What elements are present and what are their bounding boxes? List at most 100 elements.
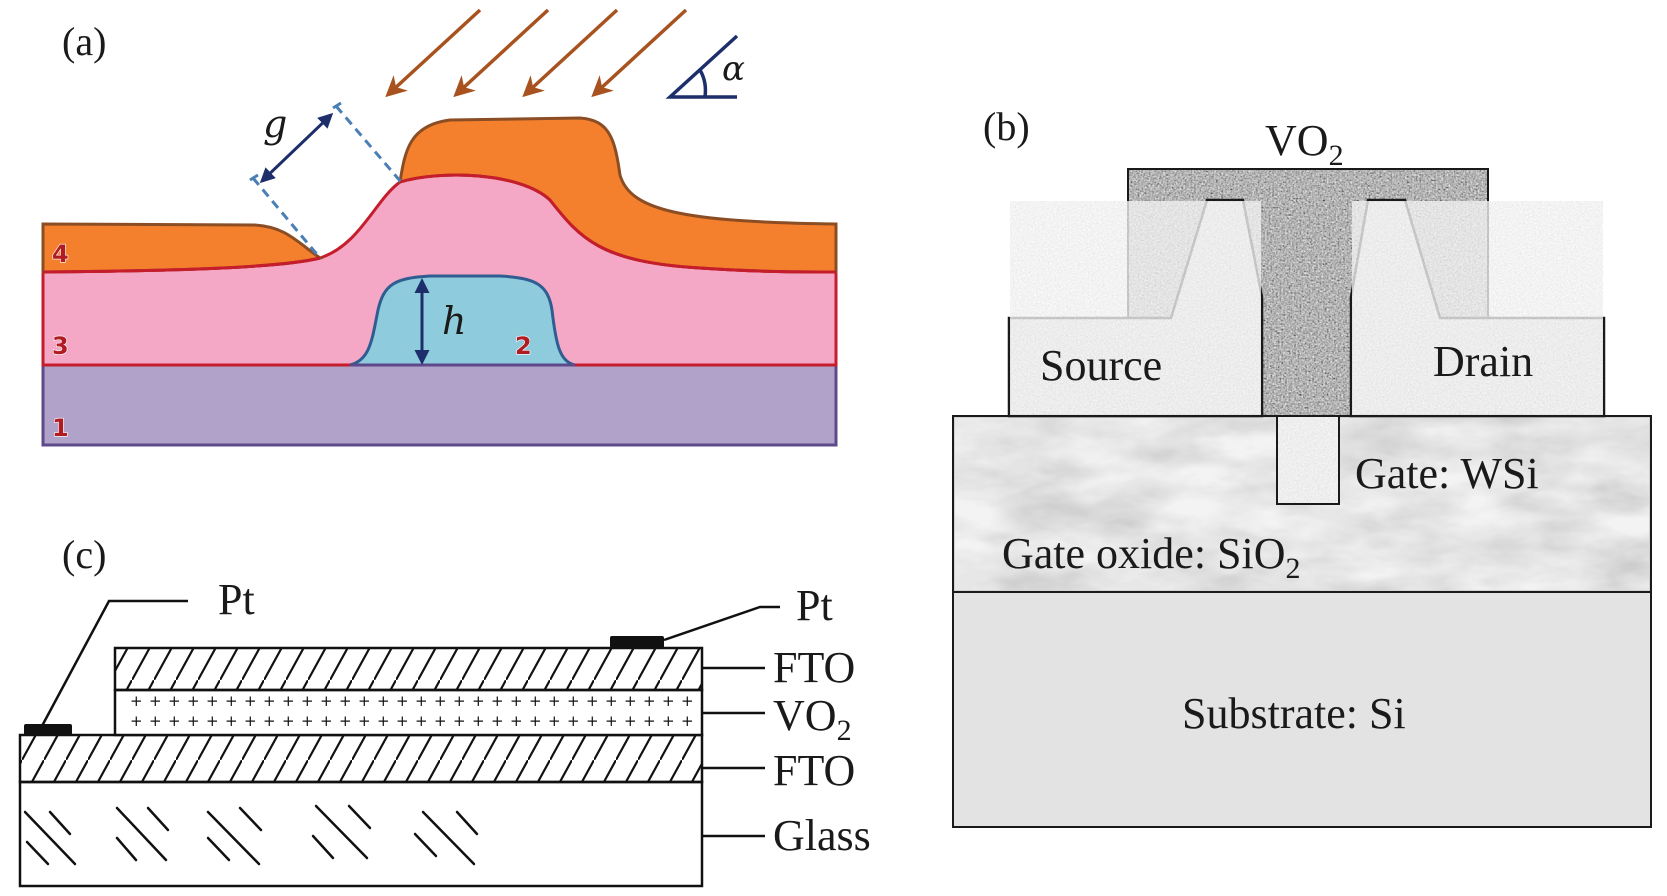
plus-mark: + (206, 692, 219, 710)
plus-mark: + (320, 712, 333, 730)
plus-mark: + (263, 692, 276, 710)
plus-mark: + (244, 692, 257, 710)
plus-mark: + (472, 692, 485, 710)
plus-mark: + (605, 712, 618, 730)
plus-mark: + (130, 692, 143, 710)
plus-mark: + (510, 712, 523, 730)
plus-mark: + (377, 712, 390, 730)
plus-mark: + (586, 712, 599, 730)
panel-a: (a) 4 3 1 2 h g (41, 8, 838, 447)
plus-mark: + (301, 692, 314, 710)
plus-mark: + (377, 692, 390, 710)
layer-2-feature (349, 274, 576, 367)
plus-mark: + (358, 712, 371, 730)
layer-4-number: 4 (52, 240, 69, 268)
plus-mark: + (339, 712, 352, 730)
plus-mark: + (187, 692, 200, 710)
vo2-title: VO2 (1265, 116, 1344, 172)
panel-c: (c) ++++++++++++++++++++++++++++++++++++… (18, 532, 871, 888)
source-label: Source (1040, 341, 1162, 390)
flux-arrow (453, 8, 550, 98)
plus-mark: + (529, 712, 542, 730)
flux-arrow (591, 8, 688, 98)
glass-texture-icon (23, 804, 479, 866)
plus-mark: + (263, 712, 276, 730)
plus-mark: + (624, 692, 637, 710)
flux-arrow (522, 8, 619, 98)
pt-contact-left (24, 724, 72, 735)
plus-mark: + (225, 692, 238, 710)
plus-mark: + (624, 712, 637, 730)
plus-mark: + (529, 692, 542, 710)
plus-mark: + (472, 712, 485, 730)
layer-2-number: 2 (515, 332, 532, 360)
plus-mark: + (605, 692, 618, 710)
layer-1-number: 1 (52, 414, 69, 442)
plus-mark: + (130, 712, 143, 730)
plus-mark: + (244, 712, 257, 730)
fto-top-layer (113, 646, 704, 692)
plus-mark: + (681, 712, 694, 730)
plus-mark: + (434, 692, 447, 710)
plus-mark: + (358, 692, 371, 710)
plus-mark: + (662, 712, 675, 730)
plus-mark: + (643, 692, 656, 710)
fto-bottom-layer (18, 733, 704, 784)
plus-mark: + (662, 692, 675, 710)
plus-mark: + (168, 712, 181, 730)
pt-contact-right (610, 636, 664, 648)
gate-label: Gate: WSi (1355, 449, 1539, 498)
plus-mark: + (567, 692, 580, 710)
plus-mark: + (434, 712, 447, 730)
vo2-plus-pattern: + + + + + + + + + + + + + + + + + + + + + + + + + + + + + + + + + + + + + + + +… (130, 692, 694, 730)
gap-guide-left (251, 177, 322, 259)
fto-bottom-label: FTO (773, 746, 855, 795)
plus-mark: + (149, 692, 162, 710)
plus-mark: + (282, 692, 295, 710)
layer-1-substrate (41, 363, 838, 447)
plus-mark: + (453, 712, 466, 730)
panel-b: (b) VO2 Substrate: Si Gate oxide: SiO2 G… (952, 104, 1652, 828)
plus-mark: + (415, 692, 428, 710)
plus-mark: + (548, 692, 561, 710)
fto-top-label: FTO (773, 643, 855, 692)
pt-left-label: Pt (218, 575, 255, 624)
panel-a-label: (a) (62, 19, 106, 64)
gate-oxide-label: Gate oxide: SiO2 (1002, 529, 1301, 585)
substrate-si (952, 591, 1652, 828)
plus-mark: + (206, 712, 219, 730)
plus-mark: + (282, 712, 295, 730)
panel-c-label: (c) (62, 532, 106, 577)
flux-arrows (385, 8, 688, 98)
angle-icon (665, 34, 739, 99)
panel-b-label: (b) (983, 104, 1030, 149)
plus-mark: + (320, 692, 333, 710)
plus-mark: + (339, 692, 352, 710)
angle-symbol: α (722, 49, 745, 89)
drain-label: Drain (1433, 337, 1533, 386)
plus-mark: + (149, 712, 162, 730)
plus-mark: + (168, 692, 181, 710)
plus-mark: + (301, 712, 314, 730)
plus-mark: + (396, 712, 409, 730)
layer-3-number: 3 (52, 332, 69, 360)
plus-mark: + (415, 712, 428, 730)
glass-layer (18, 780, 704, 888)
plus-mark: + (491, 692, 504, 710)
vo2-label: VO2 (773, 691, 852, 747)
plus-mark: + (510, 692, 523, 710)
substrate-label: Substrate: Si (1182, 689, 1406, 738)
height-symbol: h (442, 299, 466, 343)
glass-label: Glass (773, 811, 871, 860)
plus-mark: + (491, 712, 504, 730)
plus-mark: + (396, 692, 409, 710)
gap-symbol: g (263, 102, 287, 146)
plus-mark: + (567, 712, 580, 730)
plus-mark: + (453, 692, 466, 710)
gap-guide-right (334, 105, 403, 183)
plus-mark: + (681, 692, 694, 710)
pt-right-label: Pt (796, 581, 833, 630)
plus-mark: + (187, 712, 200, 730)
plus-mark: + (548, 712, 561, 730)
